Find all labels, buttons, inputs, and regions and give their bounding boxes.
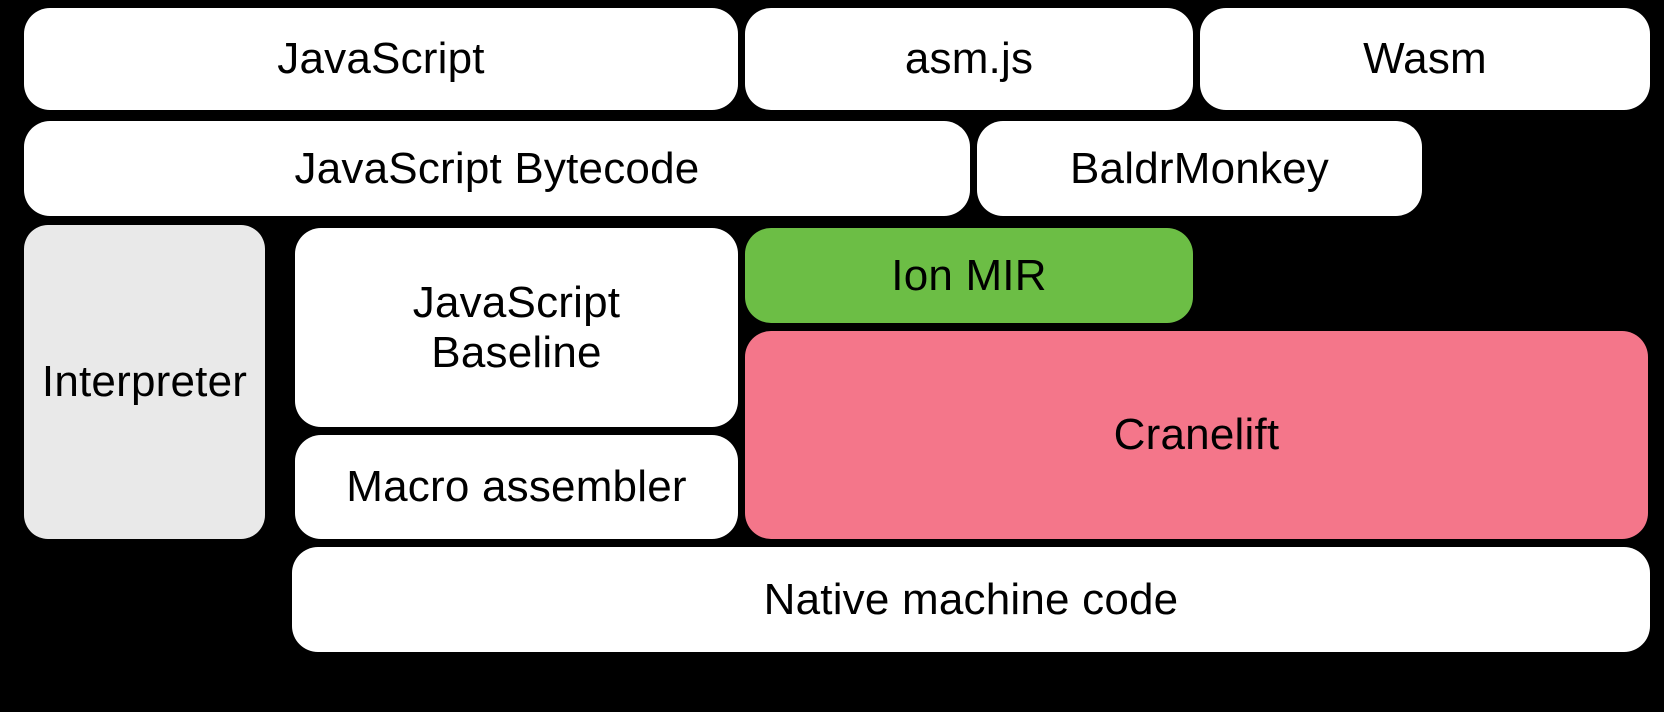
node-wasm[interactable]: Wasm	[1200, 8, 1650, 110]
node-cranelift[interactable]: Cranelift	[745, 331, 1648, 539]
node-baldrmonkey[interactable]: BaldrMonkey	[977, 121, 1422, 216]
node-javascript-baseline[interactable]: JavaScript Baseline	[295, 228, 738, 427]
node-ion-mir[interactable]: Ion MIR	[745, 228, 1193, 323]
node-macro-assembler[interactable]: Macro assembler	[295, 435, 738, 539]
node-javascript[interactable]: JavaScript	[24, 8, 738, 110]
node-interpreter[interactable]: Interpreter	[24, 225, 265, 539]
node-native-machine-code[interactable]: Native machine code	[292, 547, 1650, 652]
node-javascript-bytecode[interactable]: JavaScript Bytecode	[24, 121, 970, 216]
node-asmjs[interactable]: asm.js	[745, 8, 1193, 110]
